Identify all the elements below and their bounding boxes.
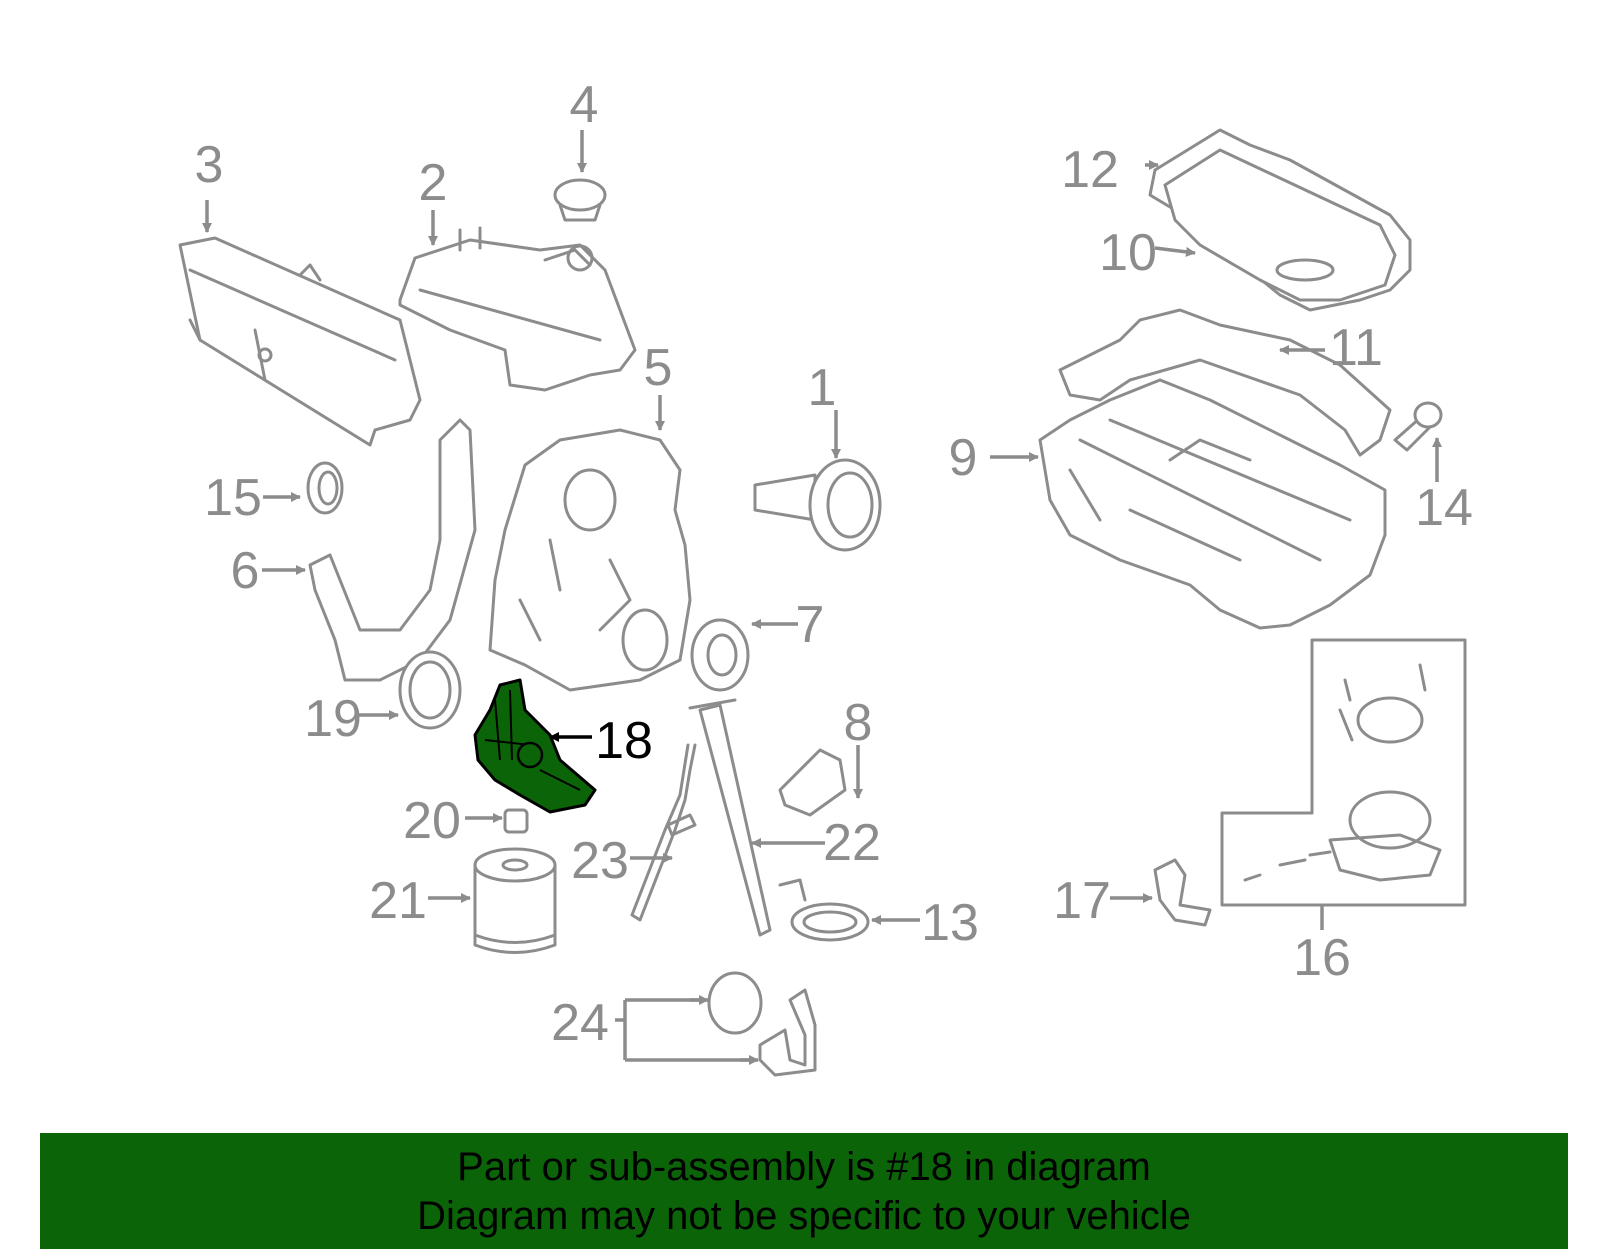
part-21-oil-filter[interactable]	[473, 847, 557, 954]
part-13-plate[interactable]	[778, 878, 870, 942]
callout-8: 8	[844, 694, 873, 752]
callout-9: 9	[949, 429, 978, 487]
part-6-gasket[interactable]	[308, 418, 477, 682]
part-15-seal[interactable]	[306, 461, 344, 515]
callout-20: 20	[403, 792, 461, 850]
leader-lines	[202, 130, 1442, 1065]
part-24-mounts[interactable]	[707, 971, 817, 1077]
callout-numbers: 1 2 3 4 5 6 7 8 9 10 11 12 13 14 15 16 1…	[195, 76, 1473, 1052]
callout-24: 24	[551, 994, 609, 1052]
callout-1: 1	[808, 359, 837, 417]
part-8-sensor[interactable]	[778, 748, 847, 817]
callout-17: 17	[1053, 872, 1111, 930]
callout-15: 15	[204, 469, 262, 527]
part-1-crank-pulley[interactable]	[753, 458, 882, 552]
callout-21: 21	[369, 872, 427, 930]
part-4-oil-filler-cap[interactable]	[553, 178, 607, 222]
disclaimer-line-1: Part or sub-assembly is #18 in diagram	[457, 1145, 1151, 1189]
disclaimer-banner: Part or sub-assembly is #18 in diagram D…	[40, 1133, 1568, 1249]
callout-7: 7	[796, 596, 825, 654]
callout-13: 13	[921, 894, 979, 952]
disclaimer-line-2: Diagram may not be specific to your vehi…	[417, 1194, 1191, 1238]
callout-11: 11	[1329, 319, 1383, 377]
callout-22: 22	[823, 814, 881, 872]
callout-16: 16	[1293, 929, 1351, 987]
callout-18: 18	[595, 712, 653, 770]
callout-12: 12	[1061, 141, 1119, 199]
callout-10: 10	[1099, 224, 1157, 282]
part-18-highlighted[interactable]	[473, 678, 597, 814]
callout-3: 3	[195, 136, 224, 194]
callout-5: 5	[644, 339, 673, 397]
part-3-upper-timing-cover[interactable]	[178, 236, 422, 447]
part-11-pan-gasket[interactable]	[1058, 308, 1392, 457]
callout-4: 4	[570, 76, 599, 134]
callout-23: 23	[571, 832, 629, 890]
part-22-dipstick-tube[interactable]	[688, 698, 772, 937]
callout-6: 6	[231, 542, 260, 600]
part-16-assembly-box[interactable]	[1220, 638, 1467, 907]
part-9-oil-pan-upper[interactable]	[1038, 378, 1387, 630]
part-10-oil-pan-lower[interactable]	[1163, 148, 1397, 302]
part-2-valve-cover[interactable]	[398, 226, 637, 392]
part-17-sensor[interactable]	[1153, 858, 1212, 927]
part-19-seal[interactable]	[398, 650, 462, 730]
part-23-dipstick[interactable]	[630, 743, 697, 922]
callout-14: 14	[1415, 479, 1473, 537]
part-20-fitting[interactable]	[503, 808, 529, 834]
part-14-drain-bolt[interactable]	[1393, 401, 1443, 452]
callout-19: 19	[304, 690, 362, 748]
callout-2: 2	[419, 154, 448, 212]
part-5-front-cover[interactable]	[488, 428, 692, 692]
part-7-pulley[interactable]	[690, 618, 750, 692]
